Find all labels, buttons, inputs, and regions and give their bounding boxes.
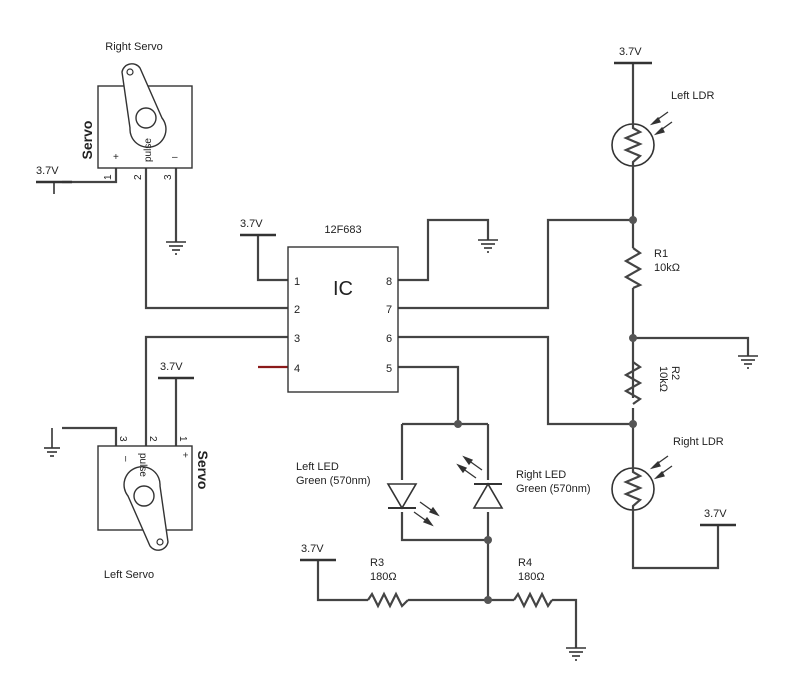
right-servo-pulse-label: pulse	[143, 138, 154, 162]
resistor-r1: R1 10kΩ	[623, 247, 680, 290]
left-led: Left LED Green (570nm)	[296, 461, 440, 527]
junction-dot	[484, 536, 492, 544]
left-servo-pin-1: 1	[177, 436, 188, 442]
r2-value: 10kΩ	[657, 366, 669, 392]
supply-rail-ic: 3.7V	[240, 218, 276, 237]
right-servo-name: Servo	[79, 121, 95, 160]
r1-value: 10kΩ	[654, 262, 680, 274]
servo-horn-icon	[123, 466, 169, 551]
junction-dots	[454, 216, 637, 604]
ldr-icon	[611, 123, 655, 167]
junction-dot	[629, 420, 637, 428]
left-ldr: Left LDR	[611, 90, 714, 170]
supply-label: 3.7V	[619, 46, 642, 58]
right-servo: Right Servo Servo + pulse – 1 2 3	[79, 41, 193, 180]
resistor-r3: R3 180Ω	[367, 557, 409, 609]
ic-pin-8: 8	[386, 276, 392, 288]
supply-rails: 3.7V 3.7V 3.7V 3.7V 3.7V 3.7V	[36, 46, 736, 562]
right-servo-pos-label: +	[113, 152, 119, 163]
ic-pin-4: 4	[294, 363, 300, 375]
ic-label: IC	[333, 278, 353, 300]
right-servo-pin-3: 3	[163, 174, 174, 180]
junction-dot	[454, 420, 462, 428]
right-servo-title: Right Servo	[105, 41, 162, 53]
left-servo-pin-3: 3	[117, 436, 128, 442]
ic-body	[287, 246, 399, 393]
junction-dot	[484, 596, 492, 604]
left-servo-pin-2: 2	[147, 436, 158, 442]
ldr-icon	[611, 467, 655, 511]
junction-dot	[629, 334, 637, 342]
left-servo-neg-label: –	[120, 456, 131, 462]
supply-rail-right-ldr: 3.7V	[700, 508, 736, 527]
right-servo-pin-1: 1	[103, 174, 114, 180]
servo-horn-icon	[121, 63, 167, 148]
resistor-r2: R2 10kΩ	[623, 361, 681, 405]
resistor-icon	[623, 247, 643, 290]
r4-value: 180Ω	[518, 571, 545, 583]
supply-rail-top-ldr: 3.7V	[614, 46, 652, 65]
light-arrows-icon	[649, 455, 673, 480]
light-arrows-icon	[413, 501, 440, 527]
right-led-label-2: Green (570nm)	[516, 483, 591, 495]
ground-icon	[44, 428, 60, 457]
supply-label: 3.7V	[301, 543, 324, 555]
ic-pin-7: 7	[386, 304, 392, 316]
right-servo-neg-label: –	[172, 152, 178, 163]
ic-pin-1: 1	[294, 276, 300, 288]
right-ldr: Right LDR	[611, 436, 724, 516]
resistor-r4: R4 180Ω	[513, 557, 553, 609]
supply-label: 3.7V	[160, 361, 183, 373]
left-servo-name: Servo	[195, 451, 211, 490]
r2-name: R2	[669, 366, 681, 380]
supply-rail-r3: 3.7V	[300, 543, 336, 562]
left-led-label-2: Green (570nm)	[296, 475, 371, 487]
left-led-label-1: Left LED	[296, 461, 339, 473]
ic-part-label: 12F683	[324, 224, 361, 236]
ground-icon	[738, 355, 758, 369]
left-servo-title: Left Servo	[104, 569, 154, 581]
grounds	[44, 239, 758, 661]
supply-label: 3.7V	[704, 508, 727, 520]
ic-pin-6: 6	[386, 333, 392, 345]
resistor-icon	[623, 361, 643, 405]
right-led-label-1: Right LED	[516, 469, 566, 481]
r3-name: R3	[370, 557, 384, 569]
r1-name: R1	[654, 248, 668, 260]
led-icon	[472, 482, 504, 509]
led-icon	[386, 483, 418, 510]
right-led: Right LED Green (570nm)	[456, 455, 591, 509]
ic-pin-3: 3	[294, 333, 300, 345]
light-arrows-icon	[456, 455, 483, 479]
r3-value: 180Ω	[370, 571, 397, 583]
supply-rail-right-servo: 3.7V	[36, 165, 72, 194]
left-servo-pos-label: +	[179, 452, 190, 458]
resistor-icon	[513, 591, 553, 609]
left-ldr-label: Left LDR	[671, 90, 714, 102]
right-ldr-label: Right LDR	[673, 436, 724, 448]
supply-label: 3.7V	[240, 218, 263, 230]
supply-label: 3.7V	[36, 165, 59, 177]
light-arrows-icon	[649, 111, 673, 136]
left-servo-pulse-label: pulse	[137, 453, 148, 477]
r4-name: R4	[518, 557, 532, 569]
ground-icon	[166, 241, 186, 255]
ic-12f683: 12F683 IC 1 2 3 4 8 7 6 5	[287, 224, 399, 393]
wires	[62, 63, 750, 648]
supply-rail-left-servo: 3.7V	[158, 361, 194, 380]
ground-icon	[478, 239, 498, 253]
ic-pin-5: 5	[386, 363, 392, 375]
junction-dot	[629, 216, 637, 224]
right-servo-pin-2: 2	[133, 174, 144, 180]
ground-icon	[566, 647, 586, 661]
ic-pin-2: 2	[294, 304, 300, 316]
left-servo: Servo Left Servo – pulse + 3 2 1	[97, 436, 211, 581]
resistor-icon	[367, 591, 409, 609]
